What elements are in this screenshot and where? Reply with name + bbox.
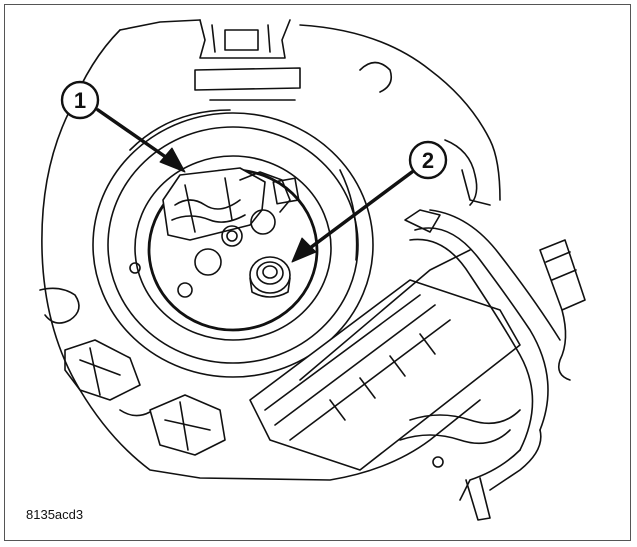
lower-latches	[64, 339, 226, 456]
clockspring-rings	[92, 109, 374, 378]
callout-1: 1	[60, 80, 186, 173]
callout-2-circle	[408, 140, 448, 180]
wire-harness	[249, 209, 586, 521]
callout-1-label: 1	[74, 88, 86, 113]
callout-2-label: 2	[422, 148, 434, 173]
hub-assembly	[129, 167, 300, 298]
callout-1-arrowhead	[159, 147, 186, 173]
callout-2: 2	[291, 140, 448, 263]
callout-2-arrowhead	[291, 237, 317, 263]
electrical-connector	[162, 167, 266, 241]
callout-1-leader	[96, 108, 172, 162]
callout-2-leader	[308, 170, 414, 250]
steering-column-stud	[249, 256, 291, 298]
top-mounting-tab	[194, 19, 301, 101]
callout-1-circle	[60, 80, 100, 120]
figure-id-label: 8135acd3	[26, 507, 84, 522]
